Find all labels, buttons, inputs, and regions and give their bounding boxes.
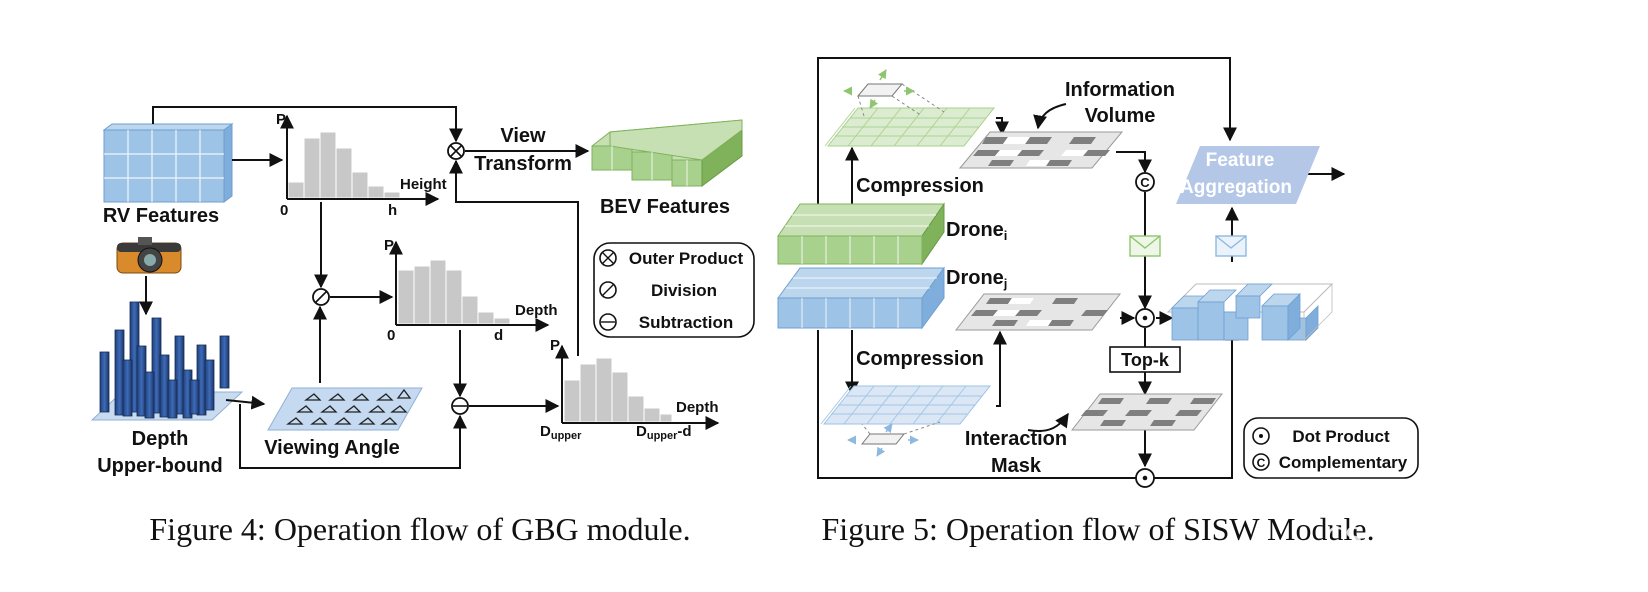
complementary-operator-symbol: C bbox=[1140, 175, 1150, 190]
depth-upper-histogram bbox=[555, 344, 720, 430]
bev-features-block bbox=[591, 119, 743, 187]
division-icon bbox=[599, 281, 617, 299]
depth-upper-hist-end: Dupper-d bbox=[636, 423, 692, 442]
compressed-feature-plane-top bbox=[824, 69, 996, 147]
information-label: Information bbox=[1065, 79, 1175, 101]
drone-i-label: Dronei bbox=[946, 219, 1007, 243]
legend-dot-product: Dot Product bbox=[1292, 427, 1390, 446]
depth-hist-axis: Depth bbox=[515, 302, 558, 319]
upper-bound-label: Upper-bound bbox=[97, 455, 223, 477]
depth-hist-p: P bbox=[384, 237, 394, 254]
depth-hist-d: d bbox=[494, 327, 503, 344]
height-hist-axis: Height bbox=[400, 176, 447, 193]
subtraction-icon bbox=[599, 313, 617, 331]
camera-icon bbox=[116, 237, 182, 274]
figure-4-legend: Outer Product Division Subtraction bbox=[593, 242, 755, 338]
outer-product-icon bbox=[599, 249, 617, 267]
subtraction-operator bbox=[451, 397, 469, 415]
compressed-feature-plane-bottom bbox=[820, 385, 992, 457]
csdn-watermark: CSDN @大泽泽的小可爱 bbox=[1325, 521, 1638, 554]
compression-bottom-label: Compression bbox=[856, 348, 984, 370]
figure-4-caption: Figure 4: Operation flow of GBG module. bbox=[149, 511, 690, 547]
complementary-icon bbox=[1252, 453, 1270, 471]
height-hist-h: h bbox=[388, 202, 397, 219]
compression-top-label: Compression bbox=[856, 175, 984, 197]
transform-label: Transform bbox=[474, 153, 572, 175]
top-k-box bbox=[1109, 346, 1181, 373]
drone-i-block bbox=[777, 202, 945, 266]
figure-4: RV Features Depth Upper-bound bbox=[90, 106, 755, 547]
outer-product-operator bbox=[447, 142, 465, 160]
rv-features-block bbox=[102, 123, 234, 203]
legend-subtraction: Subtraction bbox=[639, 313, 733, 332]
depth-upper-hist-p: P bbox=[550, 337, 560, 354]
legend-outer-product: Outer Product bbox=[629, 249, 744, 268]
height-hist-zero: 0 bbox=[280, 202, 288, 219]
complementary-operator bbox=[1135, 172, 1155, 192]
figure-5-legend: C Dot Product Complementary bbox=[1243, 417, 1419, 479]
depth-histogram bbox=[389, 240, 550, 332]
bev-features-label: BEV Features bbox=[600, 196, 730, 218]
viewing-angle-plane bbox=[267, 387, 423, 431]
depth-label: Depth bbox=[132, 428, 189, 450]
drone-j-label: Dronej bbox=[946, 267, 1007, 291]
envelope-icon-blue bbox=[1215, 235, 1247, 257]
mask-label: Mask bbox=[991, 455, 1042, 477]
legend-complementary: Complementary bbox=[1279, 453, 1408, 472]
dot-product-icon bbox=[1252, 427, 1270, 445]
dot-product-operator-top bbox=[1135, 308, 1155, 328]
volume-label: Volume bbox=[1085, 105, 1156, 127]
information-volume-grid bbox=[958, 131, 1124, 169]
depth-hist-zero: 0 bbox=[387, 327, 395, 344]
interaction-mask-grid bbox=[1070, 393, 1224, 431]
height-histogram bbox=[280, 114, 440, 206]
feature-aggregation-box bbox=[1176, 146, 1320, 204]
sparse-feature-blocks bbox=[1166, 283, 1334, 341]
aggregation-label: Aggregation bbox=[1180, 177, 1292, 198]
view-label: View bbox=[500, 125, 546, 147]
viewing-angle-label: Viewing Angle bbox=[264, 437, 400, 459]
drone-j-block bbox=[777, 266, 945, 330]
figure-5-connectors bbox=[817, 57, 1346, 479]
complementary-icon-symbol: C bbox=[1257, 456, 1266, 470]
figure-5-caption: Figure 5: Operation flow of SISW Module. bbox=[821, 511, 1374, 547]
legend-division: Division bbox=[651, 281, 717, 300]
interaction-label: Interaction bbox=[965, 428, 1067, 450]
dot-product-operator-bottom bbox=[1135, 468, 1155, 488]
height-hist-p: P bbox=[276, 111, 286, 128]
division-operator bbox=[312, 288, 330, 306]
figure-4-connectors bbox=[139, 106, 590, 469]
envelope-icon-green bbox=[1129, 235, 1161, 257]
top-k-label: Top-k bbox=[1121, 350, 1170, 370]
depth-upper-hist-start: Dupper bbox=[540, 423, 582, 442]
figure-5: Information Volume Compression Dronei bbox=[777, 57, 1419, 547]
depth-cylinders bbox=[90, 301, 244, 421]
feature-label: Feature bbox=[1206, 150, 1275, 171]
rv-features-label: RV Features bbox=[103, 205, 219, 227]
depth-upper-hist-axis: Depth bbox=[676, 399, 719, 416]
drone-j-information-grid bbox=[954, 293, 1122, 331]
